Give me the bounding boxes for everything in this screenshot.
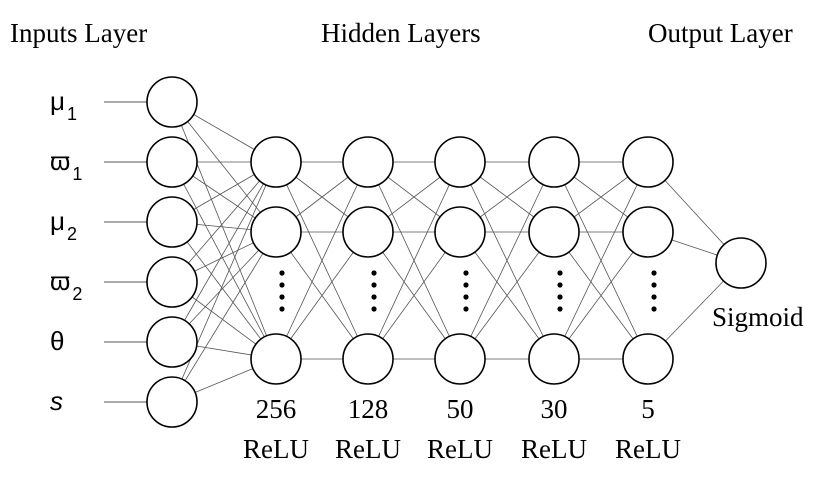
ellipsis-dot bbox=[371, 306, 377, 312]
output-neuron bbox=[715, 237, 767, 289]
connection bbox=[171, 161, 277, 283]
input-lines bbox=[104, 101, 147, 403]
layer-units-label: 256 bbox=[256, 394, 297, 424]
output-layer-header: Output Layer bbox=[648, 18, 793, 48]
ellipsis-dot bbox=[651, 282, 657, 288]
ellipsis-dot bbox=[557, 294, 563, 300]
input-subscript: 2 bbox=[67, 224, 77, 244]
input-symbol: θ bbox=[50, 326, 64, 356]
hidden-neuron bbox=[434, 333, 486, 385]
ellipsis-dot bbox=[463, 282, 469, 288]
connection bbox=[459, 231, 555, 360]
input-label: θ bbox=[50, 326, 64, 356]
input-label: s bbox=[50, 386, 63, 416]
ellipsis-dot bbox=[651, 294, 657, 300]
layer-units-label: 50 bbox=[447, 394, 474, 424]
input-symbol: μ bbox=[50, 86, 65, 116]
ellipsis-dot bbox=[279, 294, 285, 300]
hidden-neuron bbox=[434, 136, 486, 188]
connection bbox=[171, 161, 277, 360]
layer-units-label: 5 bbox=[641, 394, 655, 424]
hidden-neuron bbox=[250, 206, 302, 258]
layer-activation-label: ReLU bbox=[521, 434, 587, 464]
connection bbox=[171, 101, 277, 233]
input-neuron bbox=[146, 136, 198, 188]
hidden-neuron bbox=[528, 136, 580, 188]
input-subscript: 1 bbox=[67, 104, 77, 124]
ellipsis-dot bbox=[279, 306, 285, 312]
ellipsis-dot bbox=[557, 306, 563, 312]
ellipsis-dot bbox=[463, 294, 469, 300]
connection bbox=[367, 161, 461, 360]
input-symbol: μ bbox=[50, 206, 65, 236]
ellipsis-dot bbox=[557, 282, 563, 288]
connection bbox=[171, 221, 277, 360]
inputs-layer-header: Inputs Layer bbox=[10, 18, 147, 48]
layer-activation-label: ReLU bbox=[335, 434, 401, 464]
input-neuron bbox=[146, 256, 198, 308]
connection bbox=[275, 161, 369, 360]
input-symbol: ϖ bbox=[50, 146, 70, 176]
ellipsis-dot bbox=[279, 282, 285, 288]
input-subscript: 1 bbox=[72, 164, 82, 184]
input-symbol: s bbox=[50, 386, 63, 416]
layer-activation-label: ReLU bbox=[427, 434, 493, 464]
ellipsis-dot bbox=[463, 306, 469, 312]
input-neuron bbox=[146, 316, 198, 368]
input-neuron bbox=[146, 76, 198, 128]
ellipsis-dot bbox=[557, 270, 563, 276]
hidden-layers-header: Hidden Layers bbox=[321, 18, 481, 48]
ellipsis-dot bbox=[463, 270, 469, 276]
output-activation-label: Sigmoid bbox=[712, 302, 804, 332]
connection bbox=[553, 231, 649, 360]
hidden-neuron bbox=[528, 206, 580, 258]
connection bbox=[367, 231, 461, 360]
connection bbox=[171, 161, 277, 403]
connection bbox=[459, 161, 555, 360]
hidden-neuron bbox=[434, 206, 486, 258]
ellipsis-dots bbox=[279, 270, 657, 312]
layer-activation-label: ReLU bbox=[615, 434, 681, 464]
layer-units-label: 30 bbox=[541, 394, 568, 424]
hidden-neuron bbox=[342, 206, 394, 258]
hidden-neuron bbox=[250, 333, 302, 385]
hidden-neuron bbox=[342, 333, 394, 385]
hidden-neuron bbox=[622, 333, 674, 385]
connection bbox=[275, 231, 369, 360]
hidden-neuron bbox=[622, 136, 674, 188]
connection bbox=[171, 231, 277, 403]
layer-units-label: 128 bbox=[348, 394, 389, 424]
input-neuron bbox=[146, 376, 198, 428]
connection bbox=[553, 161, 649, 360]
ellipsis-dot bbox=[651, 306, 657, 312]
layer-activation-label: ReLU bbox=[243, 434, 309, 464]
ellipsis-dot bbox=[371, 270, 377, 276]
ellipsis-dot bbox=[371, 294, 377, 300]
ellipsis-dot bbox=[651, 270, 657, 276]
input-symbol: ϖ bbox=[50, 266, 70, 296]
hidden-neuron bbox=[342, 136, 394, 188]
hidden-neuron bbox=[528, 333, 580, 385]
input-subscript: 2 bbox=[72, 284, 82, 304]
neurons bbox=[146, 76, 767, 428]
connection bbox=[171, 161, 277, 343]
input-neuron bbox=[146, 196, 198, 248]
hidden-neuron bbox=[622, 206, 674, 258]
ellipsis-dot bbox=[371, 282, 377, 288]
ellipsis-dot bbox=[279, 270, 285, 276]
hidden-neuron bbox=[250, 136, 302, 188]
